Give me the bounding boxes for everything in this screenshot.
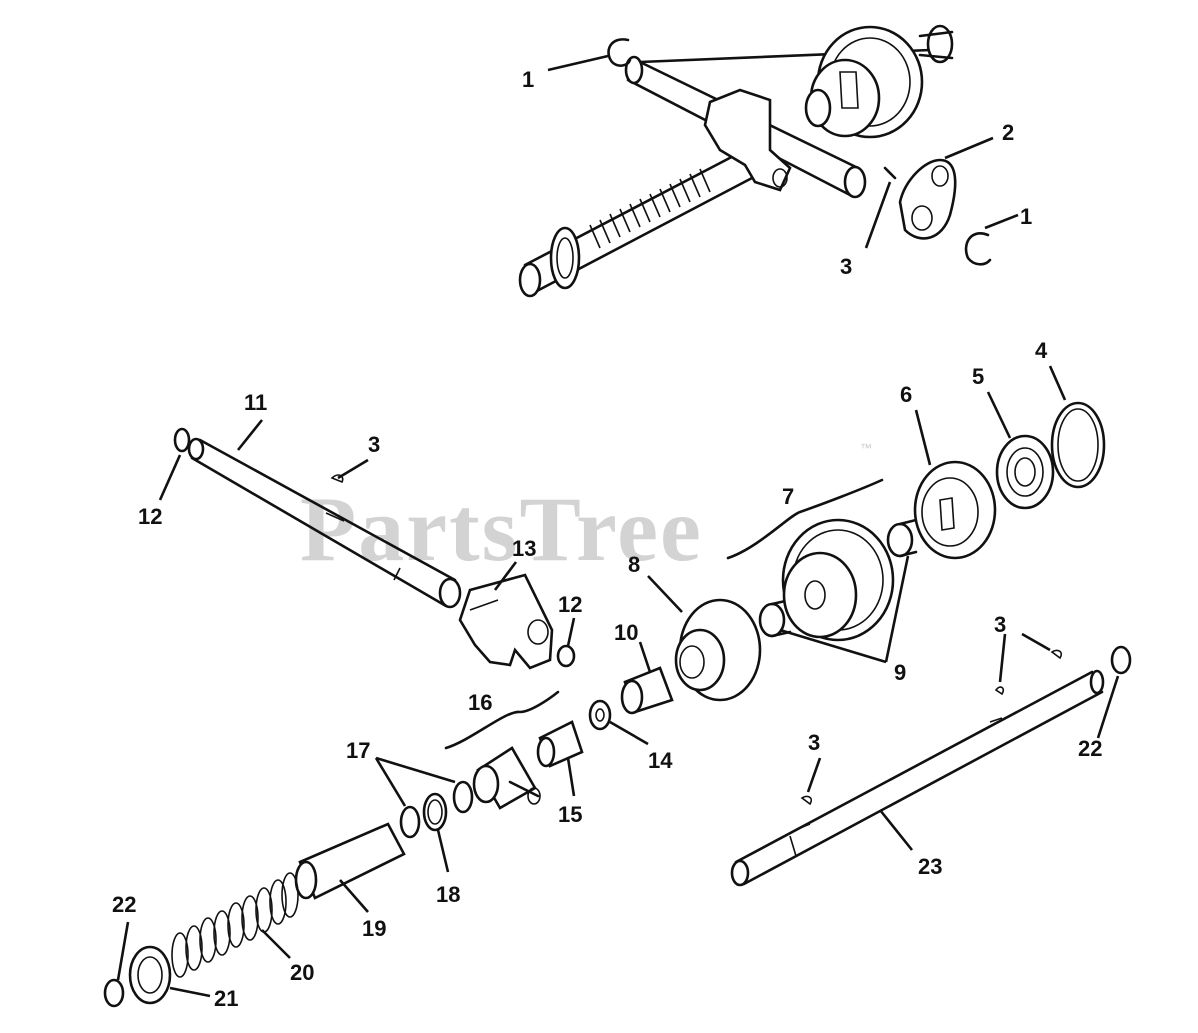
cotter-pin-top	[883, 166, 897, 180]
callout-13: 13	[512, 536, 536, 561]
leaders-lower	[116, 365, 1120, 998]
callout-22: 22	[1078, 736, 1102, 761]
callout-14: 14	[648, 748, 673, 773]
callout-3: 3	[840, 254, 852, 279]
top-gear	[804, 24, 954, 139]
callout-3: 3	[808, 730, 820, 755]
callout-12: 12	[558, 592, 582, 617]
center-stack	[536, 401, 1106, 768]
shift-fork-13	[458, 573, 576, 670]
callout-3: 3	[368, 432, 380, 457]
watermark-trademark: ™	[860, 441, 872, 455]
callout-1: 1	[522, 67, 534, 92]
watermark: PartsTree ™	[300, 441, 872, 580]
callout-6: 6	[900, 382, 912, 407]
callout-20: 20	[290, 960, 314, 985]
callout-15: 15	[558, 802, 582, 827]
callout-3: 3	[994, 612, 1006, 637]
callout-8: 8	[628, 552, 640, 577]
callout-5: 5	[972, 364, 984, 389]
callout-10: 10	[614, 620, 638, 645]
callout-2: 2	[1002, 120, 1014, 145]
callout-11: 11	[244, 390, 267, 415]
callout-16: 16	[468, 690, 492, 715]
shaft-23	[730, 645, 1132, 887]
callout-23: 23	[918, 854, 942, 879]
top-assembly	[518, 24, 992, 298]
callout-7: 7	[782, 484, 794, 509]
shaft-11	[173, 427, 462, 609]
callout-19: 19	[362, 916, 386, 941]
watermark-text: PartsTree	[300, 478, 703, 580]
shift-fork	[703, 88, 792, 192]
callout-4: 4	[1035, 338, 1048, 363]
e-clip-right	[964, 232, 992, 266]
callout-17: 17	[346, 738, 370, 763]
shift-plate	[898, 158, 957, 240]
e-clip-top	[607, 38, 632, 67]
bracket-7	[726, 478, 884, 560]
lower-left-assembly	[103, 746, 541, 1008]
callout-9: 9	[894, 660, 906, 685]
worm-shaft	[518, 148, 754, 298]
callout-22: 22	[112, 892, 136, 917]
callout-18: 18	[436, 882, 460, 907]
callout-labels: 1 2 1 3 11 3 12 4 5 6 7 13 8 12 10 9 3 1…	[112, 67, 1102, 1011]
callout-21: 21	[214, 986, 238, 1011]
callout-1: 1	[1020, 204, 1032, 229]
callout-12: 12	[138, 504, 162, 529]
bracket-16	[444, 690, 560, 750]
leaders-top	[547, 54, 1019, 249]
